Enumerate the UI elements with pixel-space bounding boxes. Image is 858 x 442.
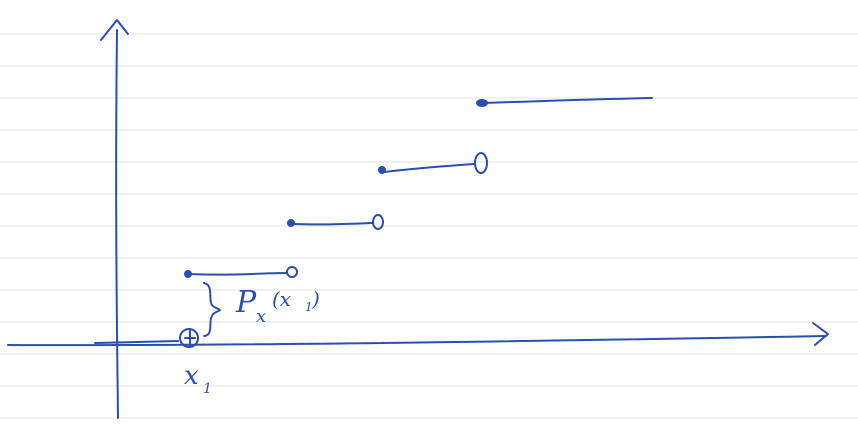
x1-tick-mark	[184, 329, 196, 347]
x1-label-symbol: x	[184, 361, 199, 391]
x-axis-arrowhead	[812, 322, 829, 346]
step-3-segment	[383, 163, 475, 173]
annotation-argument-subscript: 1	[305, 300, 313, 314]
annotation-symbol: P	[235, 285, 257, 320]
step-4-segment	[484, 97, 653, 104]
step-zero-segment	[94, 340, 179, 344]
step-2-closed-dot	[287, 219, 295, 227]
jump-brace	[203, 282, 221, 337]
x1-label: x 1	[184, 361, 212, 397]
step-2-open-circle	[372, 214, 384, 230]
annotation-subscript: x	[256, 306, 266, 327]
ruled-lines	[0, 33, 858, 419]
x1-open-circle	[179, 328, 199, 348]
jump-annotation: P x (x 1 )	[235, 285, 320, 327]
step-3-open-circle	[474, 152, 488, 174]
annotation-close: )	[311, 287, 320, 311]
y-axis-arrowhead	[100, 19, 129, 41]
y-axis	[115, 29, 119, 419]
x1-label-subscript: 1	[203, 381, 212, 397]
annotation-argument: (x	[272, 287, 291, 311]
x-axis	[7, 335, 827, 347]
step-2-segment	[292, 222, 373, 226]
step-1-open-circle	[286, 266, 298, 278]
step-1-segment	[189, 272, 288, 276]
